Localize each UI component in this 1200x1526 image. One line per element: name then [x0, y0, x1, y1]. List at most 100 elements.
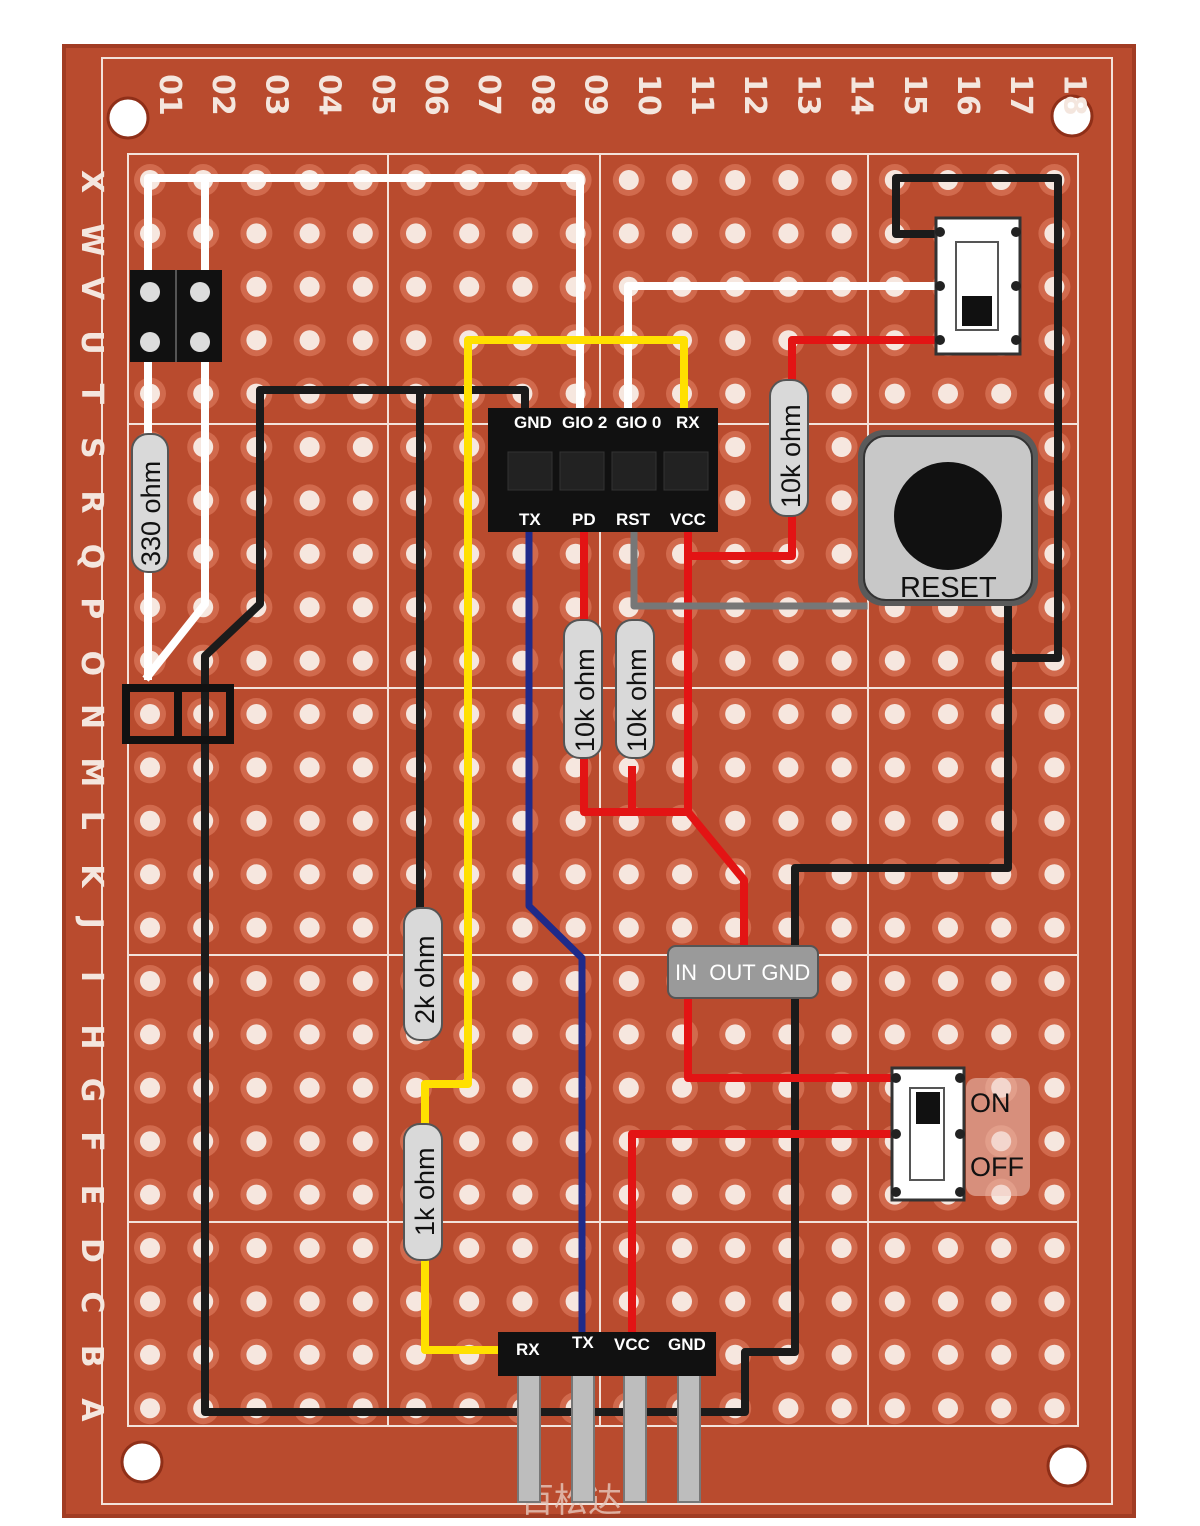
hole — [299, 490, 320, 511]
hole — [140, 810, 160, 831]
hole — [565, 810, 586, 831]
hole — [352, 650, 373, 671]
column-label: 12 — [737, 74, 772, 116]
hole — [725, 223, 746, 244]
hole — [140, 1024, 160, 1045]
hole — [459, 1291, 480, 1312]
column-label: 13 — [790, 74, 825, 116]
hole — [778, 757, 799, 778]
hole — [672, 1291, 692, 1312]
hole — [140, 704, 160, 724]
column-label: 08 — [524, 74, 559, 116]
hole — [831, 383, 852, 404]
hole — [299, 917, 320, 938]
column-label: 15 — [897, 74, 932, 116]
hole — [352, 1024, 373, 1045]
hole — [459, 1184, 480, 1205]
row-label: C — [74, 1291, 109, 1313]
hole — [778, 1398, 799, 1419]
hole — [352, 971, 373, 991]
hole — [299, 597, 320, 618]
hole — [938, 1398, 958, 1419]
resistor-2k: 2k ohm — [403, 907, 443, 1041]
resistor-10k-pd: 10k ohm — [563, 619, 603, 759]
hole — [618, 223, 639, 244]
row-label: Q — [74, 544, 109, 570]
hole — [299, 1344, 320, 1365]
hole — [512, 1077, 533, 1098]
hole — [725, 1344, 746, 1365]
resistor-1k: 1k ohm — [403, 1123, 443, 1261]
hole — [299, 276, 320, 297]
hole — [1044, 1398, 1065, 1419]
wire-red-reg-in — [684, 994, 904, 1082]
wire-red-serial-vcc — [628, 1130, 904, 1344]
hole — [725, 757, 746, 778]
hole — [831, 757, 852, 778]
hole — [672, 917, 692, 938]
hole — [884, 704, 905, 724]
hole — [299, 543, 320, 564]
hole — [406, 330, 426, 351]
hole — [831, 704, 852, 724]
hole — [831, 1238, 852, 1258]
row-label: I — [74, 971, 109, 982]
voltage-regulator: IN OUT GND — [667, 945, 819, 999]
mounting-hole-bottom-left — [120, 1440, 164, 1484]
hole — [299, 704, 320, 724]
hole — [1044, 864, 1065, 885]
hole — [884, 650, 905, 671]
hole — [299, 1291, 320, 1312]
hole — [831, 1344, 852, 1365]
hole — [725, 383, 746, 404]
row-label: U — [74, 330, 109, 354]
row-label: V — [74, 277, 109, 301]
row-label: W — [74, 223, 109, 256]
esp-pin-gio2: GIO 2 — [562, 413, 607, 432]
two-pin-connector — [122, 684, 234, 744]
hole — [725, 1184, 746, 1205]
column-label: 05 — [365, 74, 400, 116]
hole — [938, 971, 958, 991]
hole — [512, 1024, 533, 1045]
hole — [938, 650, 958, 671]
hole — [299, 437, 320, 457]
hole — [831, 437, 852, 457]
hole — [672, 864, 692, 885]
hole — [725, 490, 746, 511]
hole — [246, 917, 267, 938]
hole — [991, 1398, 1012, 1419]
hole — [565, 864, 586, 885]
esp-pin-vcc: VCC — [670, 510, 706, 529]
hole — [991, 1291, 1012, 1312]
esp-pin-rx: RX — [676, 413, 700, 432]
hole — [884, 971, 905, 991]
hole — [618, 170, 639, 190]
column-label: 14 — [844, 74, 879, 116]
hole — [352, 437, 373, 457]
hole — [246, 810, 267, 831]
hole — [352, 223, 373, 244]
resistor-10k-pullup: 10k ohm — [769, 379, 809, 517]
reset-button: RESET — [858, 430, 1038, 606]
hole — [725, 1238, 746, 1258]
hole — [246, 1344, 267, 1365]
resistor-330-label: 330 ohm — [136, 461, 166, 566]
hole — [831, 223, 852, 244]
led-component — [130, 270, 222, 362]
hole — [938, 757, 958, 778]
hole — [831, 971, 852, 991]
serial-pin-vcc: VCC — [614, 1335, 650, 1354]
hole — [140, 917, 160, 938]
mounting-hole-top-left — [106, 96, 150, 140]
hole — [831, 490, 852, 511]
hole — [140, 1344, 160, 1365]
mounting-hole-bottom-right — [1046, 1444, 1090, 1488]
voltage-regulator-label: IN OUT GND — [675, 960, 810, 985]
hole — [299, 1238, 320, 1258]
wire-white-gio2 — [144, 174, 584, 680]
hole — [831, 1077, 852, 1098]
hole — [459, 276, 480, 297]
hole — [725, 330, 746, 351]
hole — [725, 170, 746, 190]
